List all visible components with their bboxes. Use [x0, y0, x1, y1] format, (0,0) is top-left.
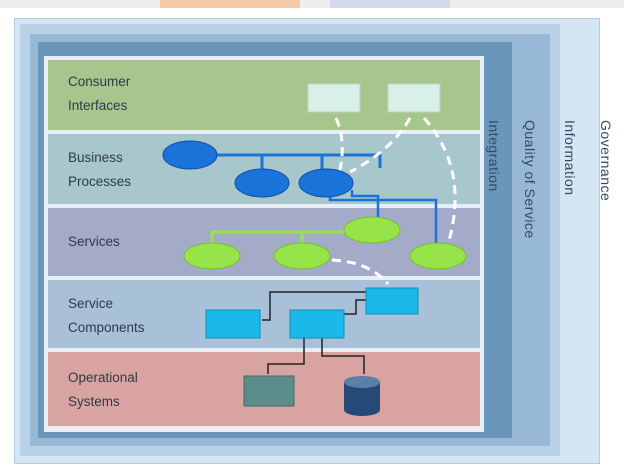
service-node [343, 216, 401, 244]
quality-of-service-label: Quality of Service [522, 120, 538, 239]
ui-box [387, 83, 441, 113]
information-label: Information [562, 120, 578, 196]
process-node [298, 168, 354, 198]
service-node [273, 242, 331, 270]
ui-box [307, 83, 361, 113]
top-stripe [0, 0, 624, 8]
layer-label: Service Components [68, 296, 145, 335]
process-node [234, 168, 290, 198]
layer-operational-systems: Operational Systems [48, 352, 480, 426]
layer-label: Operational Systems [68, 370, 138, 409]
dashed-connectors [331, 117, 457, 285]
component-box [289, 309, 345, 339]
layer-label: Services [68, 234, 120, 249]
process-node [162, 140, 218, 170]
layer-services: Services [48, 208, 480, 276]
layer-label: Consumer Interfaces [68, 74, 131, 113]
system-box [243, 375, 295, 407]
top-stripe-accent [160, 0, 300, 8]
database-icon [344, 376, 380, 416]
service-node [183, 242, 241, 270]
layer-label: Business Processes [68, 150, 132, 189]
integration-label: Integration [486, 120, 502, 192]
governance-label: Governance [598, 120, 614, 202]
component-box [365, 287, 419, 315]
component-box [205, 309, 261, 339]
service-node [409, 242, 467, 270]
top-stripe-accent [330, 0, 450, 8]
